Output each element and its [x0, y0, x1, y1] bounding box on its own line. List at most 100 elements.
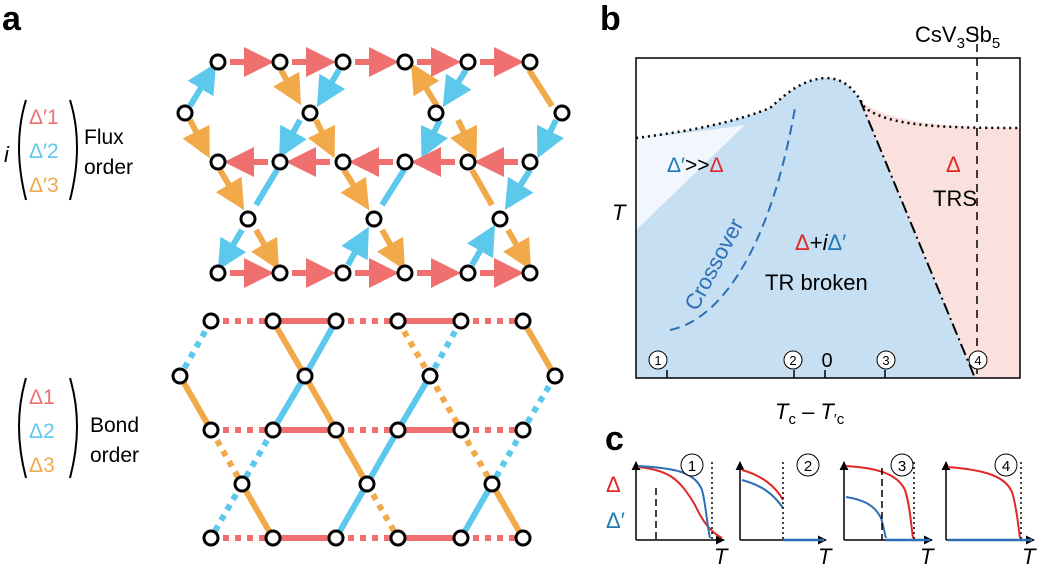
bond-cyan-weak — [177, 319, 214, 378]
lattice-site — [327, 529, 345, 547]
bond-orange-strong — [489, 482, 526, 540]
lattice-site — [459, 264, 477, 282]
lattice-site — [233, 475, 251, 493]
phase-region-white-fade — [636, 125, 745, 230]
lattice-site — [521, 53, 539, 71]
y-axis-label: T — [612, 200, 627, 225]
marker-circle-1 — [648, 350, 668, 370]
flux-title-line2: order — [84, 156, 133, 179]
flux-bond-orange — [469, 168, 495, 207]
lattice-site — [452, 529, 470, 547]
flux-bond-cyan — [316, 68, 346, 108]
bond-cyan-weak — [208, 482, 245, 540]
bond-title-line1: Bond — [90, 414, 139, 437]
bond-cyan-strong — [302, 319, 339, 378]
x-label: T — [714, 544, 729, 569]
panel-c: c Δ Δ′ 1 T 2 T — [605, 420, 1037, 569]
flux-bond-orange — [182, 118, 210, 159]
flux-bond-orange — [215, 168, 245, 211]
region-middle-formula: Δ+iΔ′ — [795, 230, 846, 255]
flux-bond-cyan — [467, 224, 495, 267]
flux-bond-cyan — [187, 62, 217, 108]
phase-region-pink — [860, 100, 1020, 378]
marker-3: 3 — [882, 353, 889, 368]
flux-matrix: i Δ′1 Δ′2 Δ′3 Flux order — [4, 99, 133, 201]
flux-bond-orange — [308, 118, 336, 159]
flux-bond-orange — [410, 62, 440, 108]
panel-b: b CsV3Sb5 1 2 3 4 0 T Tc – T′c — [600, 0, 1021, 428]
subplot-circle — [680, 453, 704, 477]
bond-orange-strong — [239, 482, 276, 540]
bond-orange-weak — [208, 428, 245, 486]
bond-cyan-strong — [333, 482, 370, 540]
lattice-site — [452, 421, 470, 439]
lattice-site — [209, 153, 227, 171]
lattice-site — [209, 53, 227, 71]
lattice-site — [334, 53, 352, 71]
marker-1: 1 — [654, 353, 661, 368]
panel-c-label: c — [605, 420, 624, 458]
panel-a-label: a — [2, 0, 22, 38]
bond-lattice — [171, 312, 564, 547]
lattice-site — [271, 53, 289, 71]
lattice-site — [521, 153, 539, 171]
flux-bracket-left — [18, 99, 27, 201]
flux-bond-cyan — [420, 118, 448, 159]
bond-cyan-strong — [458, 482, 495, 540]
lattice-site — [389, 529, 407, 547]
bond-cyan-strong — [364, 428, 401, 486]
flux-bond-cyan — [279, 118, 307, 159]
x-axis-label: Tc – T′c — [775, 399, 845, 428]
bond-title-line2: order — [90, 444, 139, 467]
marker-circle-3 — [876, 350, 896, 370]
curve-delta — [947, 466, 1021, 539]
bond-entry-3: Δ3 — [29, 454, 55, 477]
bond-cyan-weak — [427, 319, 464, 378]
flux-entry-1: Δ′1 — [29, 106, 59, 129]
plot-frame — [635, 57, 1021, 379]
bond-orange-strong — [520, 319, 558, 378]
legend-delta-prime: Δ′ — [606, 508, 625, 533]
flux-bond-orange — [251, 228, 279, 271]
flux-bond-orange — [526, 68, 555, 108]
lattice-site — [514, 421, 532, 439]
lattice-site — [396, 53, 414, 71]
subplot-1: 1 T — [631, 453, 729, 569]
bond-cyan-weak — [520, 374, 558, 432]
flux-nodes — [176, 53, 571, 282]
lattice-site — [176, 104, 194, 122]
flux-bond-cyan — [217, 228, 247, 271]
subplot-number: 4 — [1002, 458, 1010, 475]
lattice-site — [483, 475, 501, 493]
lattice-site — [327, 421, 345, 439]
flux-bond-orange — [503, 228, 531, 271]
flux-title-line1: Flux — [84, 126, 124, 149]
bond-orange-weak — [427, 374, 464, 432]
bond-cyan-strong — [270, 374, 308, 432]
lattice-site — [459, 53, 477, 71]
bond-orange-weak — [395, 319, 433, 378]
subplot-4: 4 T — [941, 453, 1037, 569]
material-label: CsV3Sb5 — [915, 22, 1000, 52]
flux-bond-cyan — [379, 168, 407, 207]
region-left-label: Δ′>>Δ — [667, 154, 724, 177]
flux-bond-cyan — [504, 168, 534, 211]
bond-matrix: Δ1 Δ2 Δ3 Bond order — [18, 377, 139, 479]
flux-bond-orange — [377, 228, 405, 271]
lattice-site — [553, 104, 571, 122]
region-right-symbol: Δ — [946, 152, 961, 177]
bond-bracket-right — [69, 377, 78, 479]
flux-lattice — [176, 47, 571, 288]
lattice-site — [521, 264, 539, 282]
lattice-site — [264, 312, 282, 330]
bond-orange-weak — [364, 482, 401, 540]
flux-bond-orange — [450, 118, 478, 159]
flux-entry-3: Δ′3 — [29, 174, 59, 197]
x-label: T — [818, 544, 833, 569]
flux-entry-2: Δ′2 — [29, 140, 59, 163]
curve-delta-prime — [637, 465, 711, 539]
zero-label: 0 — [821, 350, 832, 372]
lattice-site — [389, 421, 407, 439]
bond-orange-strong — [302, 374, 339, 432]
lattice-site — [301, 104, 319, 122]
